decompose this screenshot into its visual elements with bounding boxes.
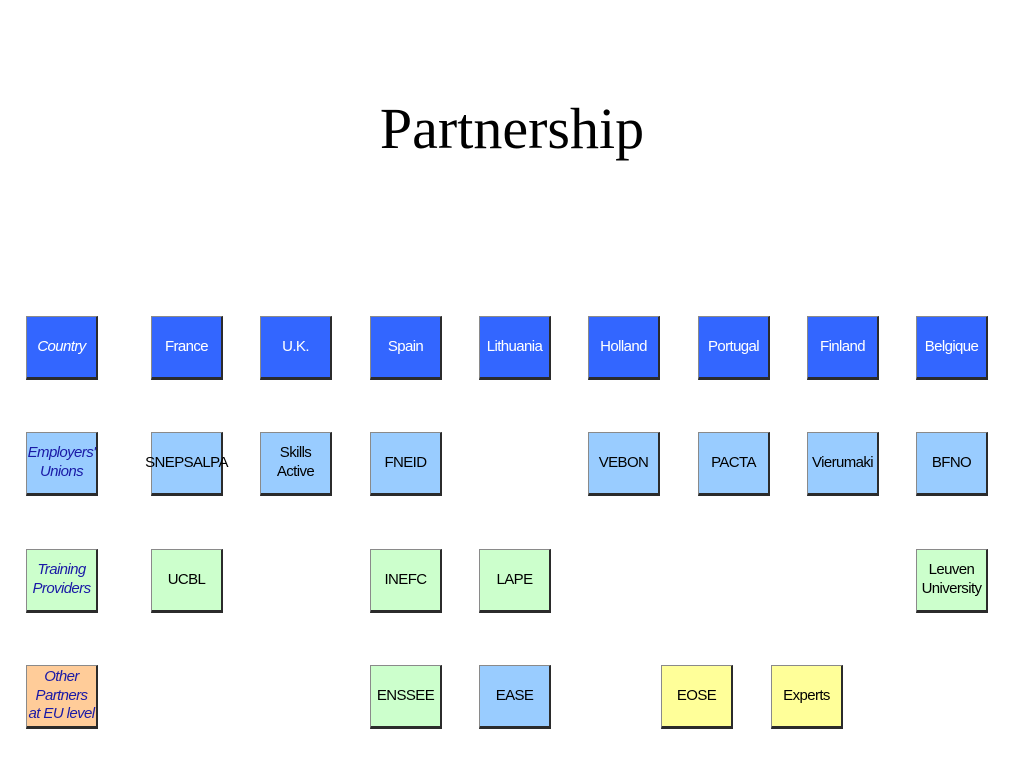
- row-header-training-providers: Training Providers: [26, 549, 98, 613]
- country-label-portugal: Portugal: [707, 337, 760, 355]
- row-header-employers-line2: Unions: [39, 463, 84, 480]
- partner-box-skills-active: Skills Active: [260, 432, 332, 496]
- partner-label-skills-active: Skills Active: [276, 444, 315, 480]
- partner-box-pacta: PACTA: [698, 432, 770, 496]
- partner-label-snepsalpa: SNEPSALPA: [145, 453, 228, 471]
- partner-box-eose: EOSE: [661, 665, 733, 729]
- partner-label-inefc: INEFC: [384, 570, 427, 588]
- partner-box-snepsalpa: SNEPSALPA: [145, 432, 228, 496]
- row-header-country-label: Country: [37, 337, 86, 355]
- country-box-lithuania: Lithuania: [479, 316, 551, 380]
- partner-label-lape: LAPE: [496, 570, 534, 588]
- partner-box-enssee: ENSSEE: [370, 665, 442, 729]
- partner-label-fneid: FNEID: [384, 453, 427, 471]
- country-label-france: France: [164, 337, 209, 355]
- country-box-uk: U.K.: [260, 316, 332, 380]
- row-header-country: Country: [26, 316, 98, 380]
- partner-label-leuven-line1: Leuven: [928, 561, 975, 579]
- partner-label-ease: EASE: [495, 686, 534, 704]
- row-header-other-partners: Other Partners at EU level: [26, 665, 98, 729]
- partner-label-vierumaki: Vierumaki: [811, 453, 874, 471]
- row-header-employers-unions: Employers' Unions: [26, 432, 98, 496]
- country-label-belgique: Belgique: [924, 337, 979, 355]
- country-label-uk: U.K.: [282, 337, 309, 355]
- partner-box-ucbl: UCBL: [151, 549, 223, 613]
- partner-label-vebon: VEBON: [598, 453, 649, 471]
- partner-label-ucbl: UCBL: [167, 570, 206, 588]
- country-label-lithuania: Lithuania: [486, 337, 543, 355]
- row-header-employers-line1: Employers': [27, 444, 96, 462]
- country-box-france: France: [151, 316, 223, 380]
- country-box-belgique: Belgique: [916, 316, 988, 380]
- country-box-portugal: Portugal: [698, 316, 770, 380]
- country-box-finland: Finland: [807, 316, 879, 380]
- partner-label-bfno: BFNO: [931, 453, 972, 471]
- partner-box-bfno: BFNO: [916, 432, 988, 496]
- partner-box-leuven-university: Leuven University: [916, 549, 988, 613]
- partner-box-vierumaki: Vierumaki: [807, 432, 879, 496]
- country-label-finland: Finland: [820, 337, 866, 355]
- partner-label-leuven-line2: University: [921, 580, 982, 597]
- partner-box-inefc: INEFC: [370, 549, 442, 613]
- row-header-other-line1: Other Partners: [35, 667, 88, 704]
- country-label-spain: Spain: [387, 337, 424, 355]
- partner-label-experts: Experts: [783, 686, 830, 704]
- page-title: Partnership: [379, 96, 645, 161]
- row-header-other-line2: at EU level: [28, 705, 96, 723]
- country-box-holland: Holland: [588, 316, 660, 380]
- partner-box-lape: LAPE: [479, 549, 551, 613]
- partner-box-ease: EASE: [479, 665, 551, 729]
- row-header-training-line2: Providers: [32, 580, 92, 597]
- partner-box-experts: Experts: [771, 665, 843, 729]
- partner-label-pacta: PACTA: [711, 453, 756, 471]
- country-label-holland: Holland: [600, 337, 647, 355]
- partner-box-fneid: FNEID: [370, 432, 442, 496]
- partner-box-vebon: VEBON: [588, 432, 660, 496]
- row-header-training-line1: Training: [37, 561, 86, 579]
- partner-label-eose: EOSE: [676, 686, 717, 704]
- partner-label-enssee: ENSSEE: [376, 686, 435, 704]
- country-box-spain: Spain: [370, 316, 442, 380]
